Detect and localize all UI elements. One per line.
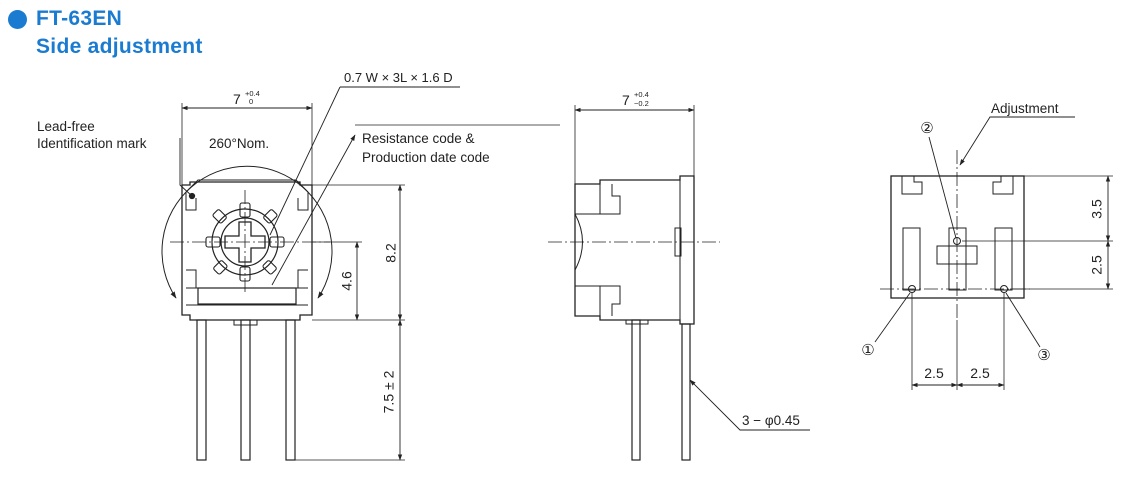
product-title: FT-63EN: [36, 7, 123, 30]
height-center-label: 4.6: [339, 271, 355, 291]
dim-top-label: 3.5: [1089, 199, 1105, 219]
adjustment-label: Adjustment: [991, 101, 1059, 116]
pin-view-outline: [890, 175, 1025, 299]
lead-free-label-1: Lead-free: [37, 119, 95, 134]
height-total-label: 8.2: [383, 243, 399, 263]
angle-label: 260°Nom.: [209, 136, 269, 151]
front-bottom-slot: [197, 287, 297, 305]
lead-free-label-2: Identification mark: [37, 136, 147, 151]
bullet-icon: [8, 10, 27, 29]
side-view: [548, 105, 810, 461]
width-front-tol-upper: +0.4: [245, 89, 260, 98]
pin-1-label: ①: [861, 342, 874, 359]
dim-pitch-right-label: 2.5: [970, 365, 990, 381]
pin-3-label: ③: [1037, 347, 1050, 364]
lead-dia-label: 3 − φ0.45: [742, 413, 800, 428]
dim-lower-label: 2.5: [1089, 255, 1105, 275]
side-lead: [631, 319, 691, 461]
resistance-code-label-1: Resistance code &: [362, 131, 475, 146]
mark-size-label: 0.7 W × 3L × 1.6 D: [344, 70, 453, 85]
cross-slot: [224, 221, 266, 263]
front-view: [161, 86, 560, 461]
width-front-label: 7: [233, 91, 241, 107]
width-side-label: 7: [622, 92, 630, 108]
front-leads: [196, 319, 296, 461]
product-subtitle: Side adjustment: [36, 35, 203, 58]
width-side-tol-upper: +0.4: [634, 90, 649, 99]
pin-2-label: ②: [920, 120, 933, 137]
pin-view: [874, 116, 1113, 390]
width-front-tol-lower: 0: [249, 97, 253, 106]
side-body-outline: [574, 175, 695, 325]
rotation-arc: [161, 165, 333, 299]
lead-length-label: 7.5 ± 2: [381, 370, 397, 413]
width-side-tol-lower: −0.2: [634, 99, 649, 108]
dim-pitch-left-label: 2.5: [924, 365, 944, 381]
resistance-code-label-2: Production date code: [362, 150, 490, 165]
